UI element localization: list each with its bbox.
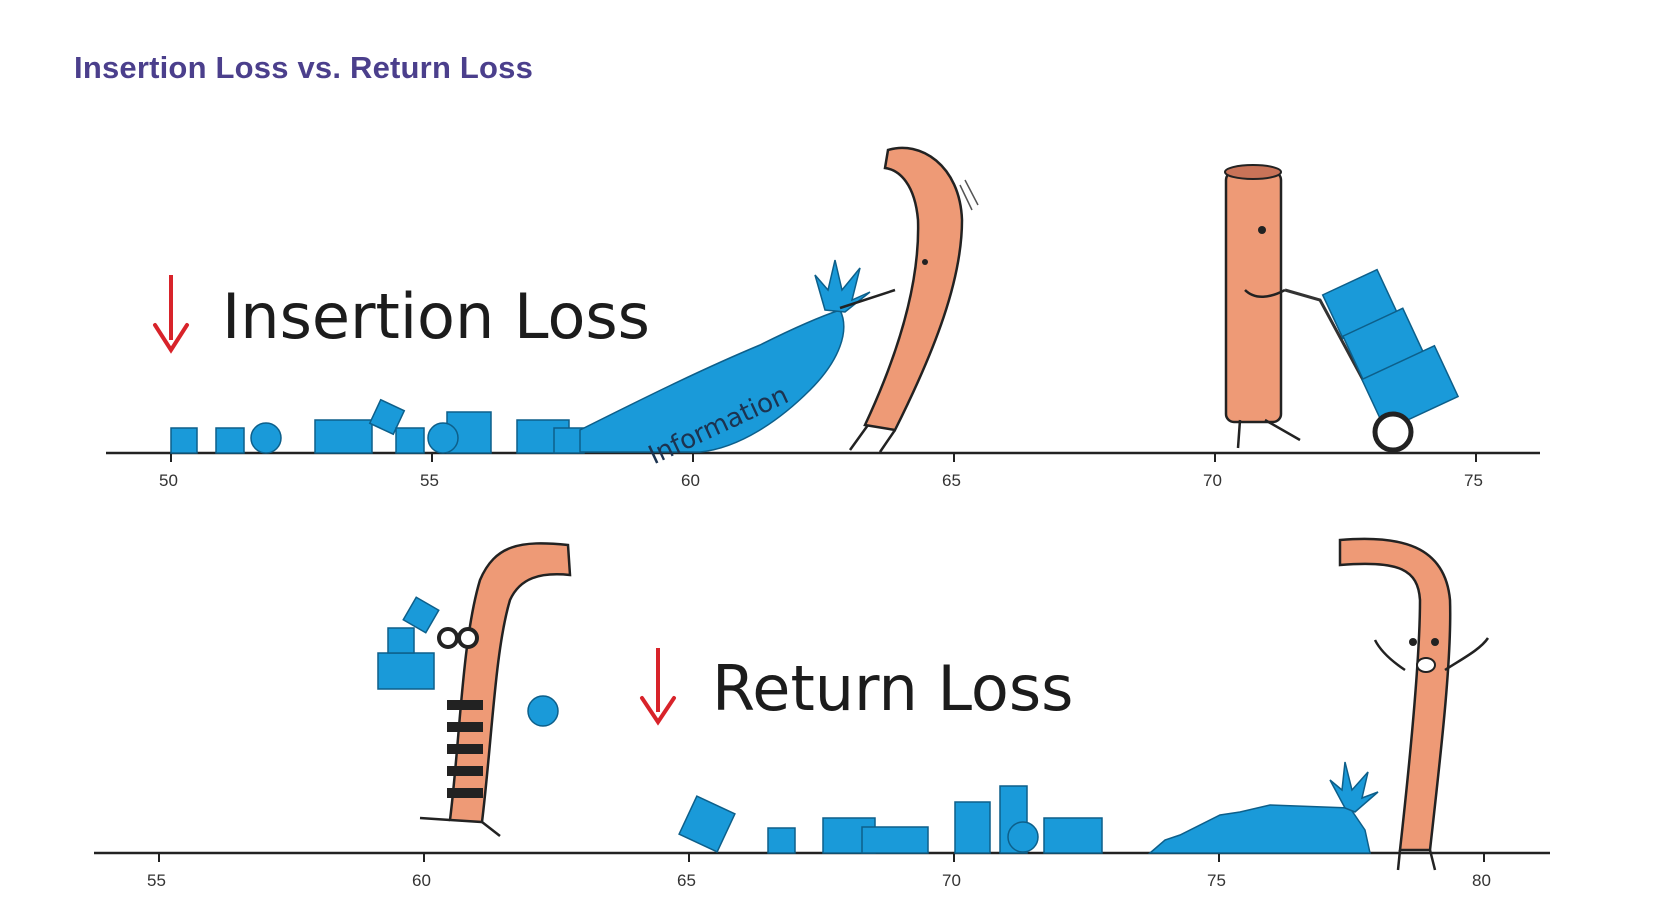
decrease-arrow-icon: [153, 275, 189, 354]
insertion-loss-label: Insertion Loss: [222, 280, 650, 353]
bottom-tick-label: 65: [677, 871, 696, 890]
cable-character-thief: [377, 542, 572, 837]
cable-character-angry: [1338, 537, 1490, 871]
return-loss-label: Return Loss: [712, 652, 1073, 725]
slide-title: Insertion Loss vs. Return Loss: [74, 50, 534, 85]
bottom-panel: 55 60 65 70 75 80 Return Loss: [94, 537, 1550, 890]
top-tick-label: 65: [942, 471, 961, 490]
information-blocks: [170, 398, 585, 454]
top-panel: 50 55 60 65 70 75 Insertion Loss: [106, 146, 1540, 490]
top-tick-label: 70: [1203, 471, 1222, 490]
returned-blocks: [678, 785, 1103, 854]
top-axis-labels: 50 55 60 65 70 75: [159, 471, 1483, 490]
top-tick-label: 50: [159, 471, 178, 490]
information-bag: Information: [579, 259, 871, 471]
bottom-tick-label: 70: [942, 871, 961, 890]
cable-character-hand-truck: [1224, 164, 1460, 453]
top-tick-label: 60: [681, 471, 700, 490]
top-tick-label: 75: [1464, 471, 1483, 490]
top-axis-ticks: [170, 453, 1477, 462]
bottom-tick-label: 55: [147, 871, 166, 890]
top-tick-label: 55: [420, 471, 439, 490]
cable-character-pulling: [839, 146, 979, 453]
torn-bag: [1147, 761, 1379, 854]
bottom-axis-ticks: [158, 853, 1485, 862]
bottom-axis-labels: 55 60 65 70 75 80: [147, 871, 1491, 890]
bottom-tick-label: 60: [412, 871, 431, 890]
bottom-tick-label: 80: [1472, 871, 1491, 890]
bottom-tick-label: 75: [1207, 871, 1226, 890]
decrease-arrow-icon: [640, 648, 676, 726]
